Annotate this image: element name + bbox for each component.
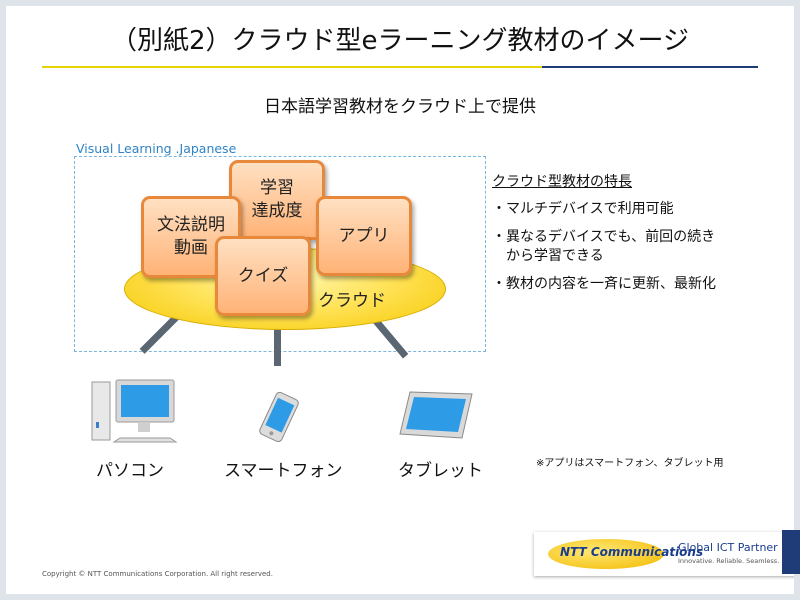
card-app: アプリ	[316, 196, 412, 276]
smartphone-icon	[259, 392, 299, 442]
device-label-pc: パソコン	[96, 461, 164, 481]
pc-icon	[91, 379, 178, 443]
app-note: ※アプリはスマートフォン、タブレット用	[536, 458, 724, 469]
card-grammar-line1: 文法説明	[157, 215, 225, 236]
feature-item: ・教材の内容を一斉に更新、最新化	[492, 276, 716, 292]
card-achievement-line2: 達成度	[251, 201, 303, 221]
card-quiz: クイズ	[215, 236, 311, 316]
feature-item: ・異なるデバイスでも、前回の続き	[492, 229, 716, 245]
feature-item: ・マルチデバイスで利用可能	[492, 201, 674, 217]
logo-company-name: NTT Communications	[560, 545, 704, 559]
page-title: （別紙2）クラウド型eラーニング教材のイメージ	[110, 26, 690, 56]
features-title: クラウド型教材の特長	[492, 174, 632, 190]
slide: （別紙2）クラウド型eラーニング教材のイメージ 日本語学習教材をクラウド上で提供…	[6, 6, 794, 594]
card-achievement: 学習達成度	[229, 160, 325, 240]
corner-tab	[782, 530, 800, 574]
title-rule-blue	[542, 66, 758, 68]
company-logo: NTT Communications Global ICT Partner In…	[534, 532, 794, 576]
cloud-leg-center	[274, 324, 281, 366]
card-achievement-line1: 学習	[260, 178, 294, 199]
card-quiz-label: クイズ	[237, 265, 289, 286]
page-subtitle: 日本語学習教材をクラウド上で提供	[264, 97, 536, 117]
copyright: Copyright © NTT Communications Corporati…	[42, 570, 273, 578]
device-label-smartphone: スマートフォン	[224, 461, 343, 481]
tablet-icon	[399, 391, 473, 439]
device-label-tablet: タブレット	[398, 461, 483, 481]
logo-tagline: Innovative. Reliable. Seamless.	[678, 557, 780, 565]
title-rule-yellow	[42, 66, 542, 68]
card-app-label: アプリ	[338, 225, 390, 246]
logo-oval	[548, 539, 664, 569]
card-grammar-line2: 動画	[174, 238, 208, 258]
feature-item: から学習できる	[506, 248, 604, 264]
logo-partner: Global ICT Partner	[678, 541, 778, 554]
cloud-label: クラウド	[318, 291, 386, 311]
frame-label: Visual Learning .Japanese	[76, 141, 237, 156]
